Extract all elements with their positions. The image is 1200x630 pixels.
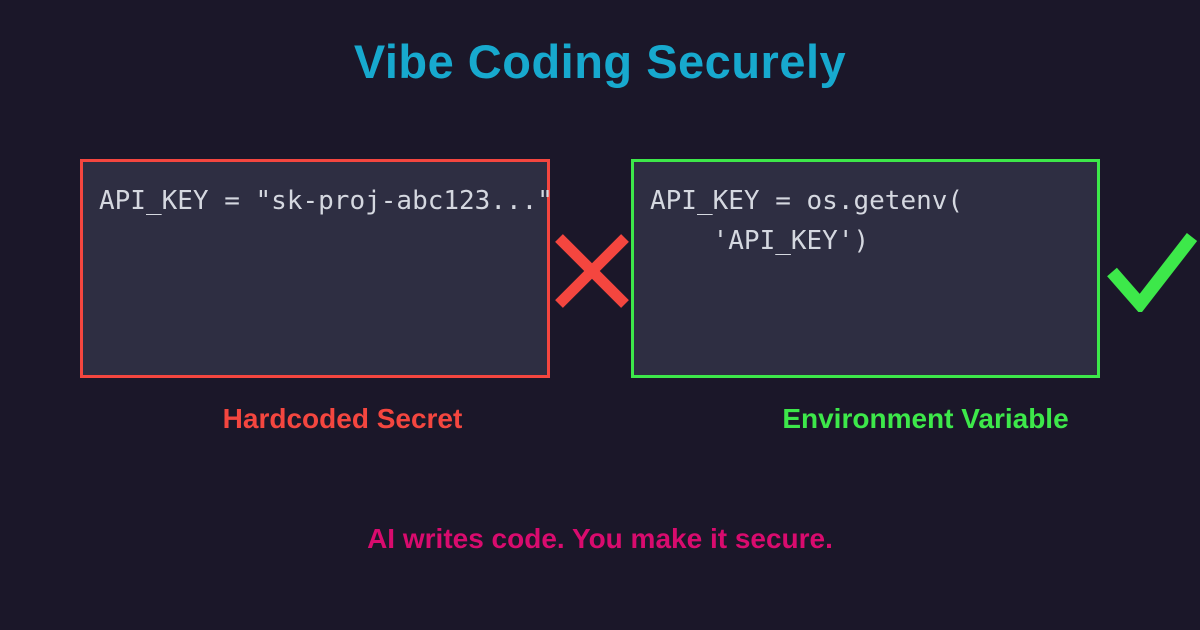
tagline: AI writes code. You make it secure. — [367, 523, 833, 554]
environment-variable-code-box — [631, 159, 1100, 378]
environment-variable-code-text: API_KEY = os.getenv( 'API_KEY') — [650, 186, 964, 256]
hardcoded-secret-caption: Hardcoded Secret — [222, 403, 463, 434]
environment-variable-caption: Environment Variable — [782, 403, 1069, 434]
page-title: Vibe Coding Securely — [353, 35, 847, 88]
hardcoded-secret-code-box — [80, 159, 550, 378]
check-mark-icon — [1104, 228, 1198, 315]
cross-mark-icon — [552, 231, 632, 311]
hardcoded-secret-code-text: API_KEY = "sk-proj-abc123..." — [99, 186, 553, 216]
